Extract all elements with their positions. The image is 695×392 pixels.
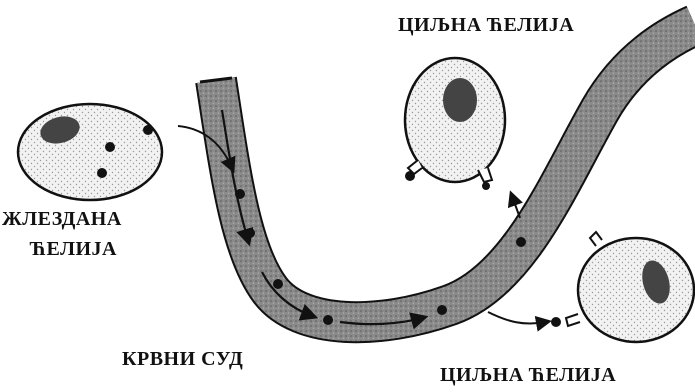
target-cell-label-top: ЦИЉНА ЋЕЛИЈА xyxy=(398,14,574,37)
target-cell-label-bottom: ЦИЉНА ЋЕЛИЈА xyxy=(440,364,616,387)
receptor-icon xyxy=(590,232,602,246)
binding-arrow xyxy=(488,312,546,324)
receptor-icon xyxy=(478,168,492,182)
gland-cell xyxy=(18,104,162,200)
target-cell-top xyxy=(405,58,505,190)
target-cell-bottom xyxy=(551,232,694,342)
gland-cell-label: ЖЛЕЗДАНА xyxy=(2,208,122,231)
receptor-icon xyxy=(566,314,580,326)
binding-arrow xyxy=(512,196,520,218)
gland-cell-label-line2: ЋЕЛИЈА xyxy=(30,238,117,261)
blood-vessel-label: КРВНИ СУД xyxy=(122,348,243,371)
